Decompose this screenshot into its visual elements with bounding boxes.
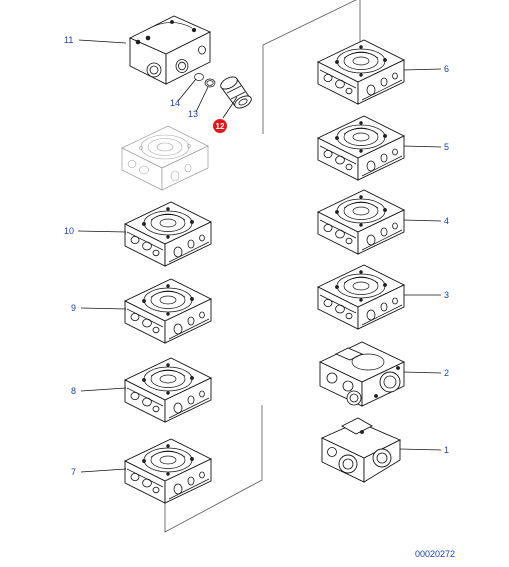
part-5-valve-section bbox=[317, 115, 405, 181]
part-2-inlet-section bbox=[318, 341, 406, 407]
part-11-end-cover bbox=[128, 15, 212, 85]
part-6-valve-section bbox=[317, 39, 405, 105]
callout-3: 3 bbox=[444, 290, 449, 300]
callout-2: 2 bbox=[444, 368, 449, 378]
callout-14: 14 bbox=[170, 98, 180, 108]
part-1-outlet-end bbox=[320, 417, 402, 483]
part-3-valve-section bbox=[317, 264, 405, 330]
reference-number: 00020272 bbox=[415, 549, 455, 559]
callout-12-badge: 12 bbox=[213, 119, 227, 133]
callout-8: 8 bbox=[71, 386, 76, 396]
assembly-frame-lines bbox=[164, 0, 361, 533]
part-8-valve-section bbox=[124, 357, 212, 423]
part-7-valve-section bbox=[124, 438, 212, 504]
part-13-o-ring bbox=[204, 78, 216, 88]
callout-labels: 11 14 13 10 9 8 7 6 5 4 3 2 1 12 bbox=[64, 35, 449, 477]
callout-12: 12 bbox=[216, 122, 225, 131]
callout-9: 9 bbox=[71, 303, 76, 313]
part-9-valve-section bbox=[124, 278, 212, 344]
callout-7: 7 bbox=[71, 467, 76, 477]
callout-11: 11 bbox=[64, 35, 73, 45]
callout-10: 10 bbox=[64, 226, 74, 236]
callout-6: 6 bbox=[444, 64, 449, 74]
part-14-o-ring bbox=[194, 73, 204, 81]
callout-1: 1 bbox=[444, 445, 449, 455]
leader-lines bbox=[77, 39, 442, 473]
part-10-valve-section bbox=[124, 201, 212, 267]
phantom-valve-section bbox=[121, 125, 209, 191]
callout-5: 5 bbox=[444, 142, 449, 152]
callout-13: 13 bbox=[188, 109, 198, 119]
part-4-valve-section bbox=[317, 189, 405, 255]
part-12-plug bbox=[220, 76, 252, 109]
callout-4: 4 bbox=[444, 216, 449, 226]
